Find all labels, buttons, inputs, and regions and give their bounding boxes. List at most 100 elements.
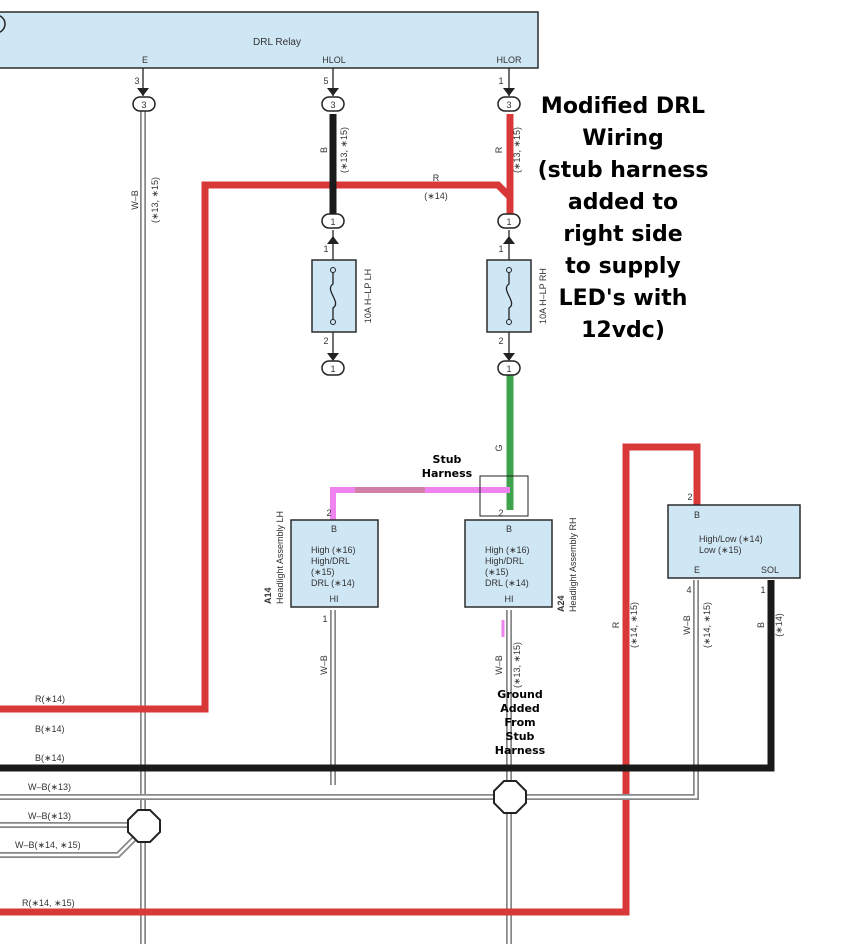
svg-text:R: R xyxy=(611,621,621,628)
headlight-assembly-lh: 2 B High (∗16) High/DRL (∗15) DRL (∗14) … xyxy=(263,508,379,624)
svg-text:3: 3 xyxy=(330,100,335,110)
connector-lh-fuse-out: 1 xyxy=(321,360,345,376)
connector-lh-fuse-in: 1 xyxy=(321,213,345,229)
wire-r-14 xyxy=(0,181,513,713)
headlight-assembly-rh: 2 B High (∗16) High/DRL (∗15) DRL (∗14) … xyxy=(464,508,578,612)
svg-text:W–B: W–B xyxy=(130,190,140,210)
relay-title: DRL Relay xyxy=(253,37,301,48)
svg-text:(∗13, ∗15): (∗13, ∗15) xyxy=(339,127,349,173)
svg-text:Added: Added xyxy=(500,702,540,715)
connector-hlor: 3 xyxy=(497,96,521,112)
svg-text:W–B(∗13): W–B(∗13) xyxy=(28,782,71,792)
splice-left xyxy=(127,809,161,843)
svg-text:R(∗14): R(∗14) xyxy=(35,694,65,704)
wire-b-bus xyxy=(0,580,775,772)
svg-text:(∗14): (∗14) xyxy=(424,191,448,201)
svg-text:1: 1 xyxy=(322,614,327,624)
svg-text:B: B xyxy=(756,622,766,628)
svg-text:R: R xyxy=(494,146,504,153)
splice-right xyxy=(493,780,527,814)
svg-text:1: 1 xyxy=(330,217,335,227)
svg-text:Wiring: Wiring xyxy=(582,126,664,151)
svg-text:(∗13, ∗15): (∗13, ∗15) xyxy=(512,642,522,688)
bus-labels: R(∗14) B(∗14) B(∗14) W–B(∗13) W–B(∗13) W… xyxy=(15,694,81,908)
svg-text:W–B: W–B xyxy=(494,655,504,675)
stub-harness-wire xyxy=(330,475,529,637)
svg-text:(∗14, ∗15): (∗14, ∗15) xyxy=(629,602,639,648)
svg-text:Ground: Ground xyxy=(497,688,543,701)
svg-text:Harness: Harness xyxy=(495,744,546,757)
svg-text:High (∗16): High (∗16) xyxy=(485,545,530,555)
fuse-lh-label: 10A H–LP LH xyxy=(363,269,373,323)
svg-text:(∗14, ∗15): (∗14, ∗15) xyxy=(702,602,712,648)
svg-text:HI: HI xyxy=(330,594,339,604)
headlight-lh-name: Headlight Assembly LH xyxy=(275,511,285,604)
svg-text:1: 1 xyxy=(498,244,503,254)
svg-text:(stub harness: (stub harness xyxy=(538,158,709,183)
ground-annotation: Ground Added From Stub Harness xyxy=(495,688,546,757)
svg-text:High/Low (∗14): High/Low (∗14) xyxy=(699,534,763,544)
svg-text:High (∗16): High (∗16) xyxy=(311,545,356,555)
svg-text:W–B(∗13): W–B(∗13) xyxy=(28,811,71,821)
svg-text:E: E xyxy=(694,565,700,575)
relay-pin-hlol: HLOL xyxy=(322,55,346,65)
wire-wb-switch xyxy=(0,580,699,800)
svg-text:DRL (∗14): DRL (∗14) xyxy=(485,578,529,588)
svg-text:2: 2 xyxy=(498,508,503,518)
svg-text:(∗15): (∗15) xyxy=(485,567,509,577)
svg-text:High/DRL: High/DRL xyxy=(485,556,524,566)
svg-text:2: 2 xyxy=(498,336,503,346)
svg-text:Low (∗15): Low (∗15) xyxy=(699,545,742,555)
svg-text:From: From xyxy=(504,716,535,729)
svg-text:2: 2 xyxy=(687,492,692,502)
svg-text:Stub: Stub xyxy=(506,730,535,743)
svg-text:LED's with: LED's with xyxy=(559,286,688,311)
svg-text:DRL (∗14): DRL (∗14) xyxy=(311,578,355,588)
svg-text:HI: HI xyxy=(505,594,514,604)
svg-text:1: 1 xyxy=(498,76,503,86)
relay-pin-e: E xyxy=(142,55,148,65)
svg-text:W–B: W–B xyxy=(319,655,329,675)
headlight-lh-code: A14 xyxy=(263,587,273,604)
svg-text:High/DRL: High/DRL xyxy=(311,556,350,566)
svg-text:B: B xyxy=(319,147,329,153)
svg-text:W–B(∗14, ∗15): W–B(∗14, ∗15) xyxy=(15,840,81,850)
svg-text:Harness: Harness xyxy=(422,467,473,480)
svg-text:1: 1 xyxy=(330,364,335,374)
fuse-lh: 10A H–LP LH xyxy=(311,259,373,333)
svg-text:(∗13, ∗15): (∗13, ∗15) xyxy=(512,127,522,173)
dimmer-switch: 2 B High/Low (∗14) Low (∗15) E SOL 4 1 xyxy=(667,492,801,595)
svg-text:1: 1 xyxy=(760,585,765,595)
svg-text:3: 3 xyxy=(134,76,139,86)
svg-text:4: 4 xyxy=(686,585,691,595)
wire-r-14-15 xyxy=(0,443,701,916)
svg-text:2: 2 xyxy=(326,508,331,518)
connector-rh-fuse-out: 1 xyxy=(497,360,521,376)
svg-text:B: B xyxy=(694,510,700,520)
headlight-rh-name: Headlight Assembly RH xyxy=(568,517,578,612)
fuse-rh: 10A H–LP RH xyxy=(486,259,548,333)
svg-text:B: B xyxy=(506,524,512,534)
svg-text:right side: right side xyxy=(563,222,682,247)
svg-text:B(∗14): B(∗14) xyxy=(35,753,65,763)
svg-text:Stub: Stub xyxy=(433,453,462,466)
svg-text:to supply: to supply xyxy=(565,254,680,279)
connector-rh-fuse-in: 1 xyxy=(497,213,521,229)
svg-text:1: 1 xyxy=(323,244,328,254)
svg-text:R(∗14, ∗15): R(∗14, ∗15) xyxy=(22,898,75,908)
headlight-rh-code: A24 xyxy=(556,595,566,612)
svg-text:B(∗14): B(∗14) xyxy=(35,724,65,734)
fuse-rh-label: 10A H–LP RH xyxy=(538,268,548,324)
drl-relay: DRL Relay E HLOL HLOR 3 5 1 xyxy=(0,11,539,86)
svg-text:added to: added to xyxy=(568,190,678,215)
svg-text:3: 3 xyxy=(141,100,146,110)
svg-text:1: 1 xyxy=(506,364,511,374)
svg-text:12vdc): 12vdc) xyxy=(581,318,665,343)
svg-text:SOL: SOL xyxy=(761,565,779,575)
svg-text:R: R xyxy=(433,173,440,183)
relay-pin-hlor: HLOR xyxy=(496,55,522,65)
connector-hlol: 3 xyxy=(321,96,345,112)
svg-text:Modified DRL: Modified DRL xyxy=(541,94,705,119)
svg-text:1: 1 xyxy=(506,217,511,227)
